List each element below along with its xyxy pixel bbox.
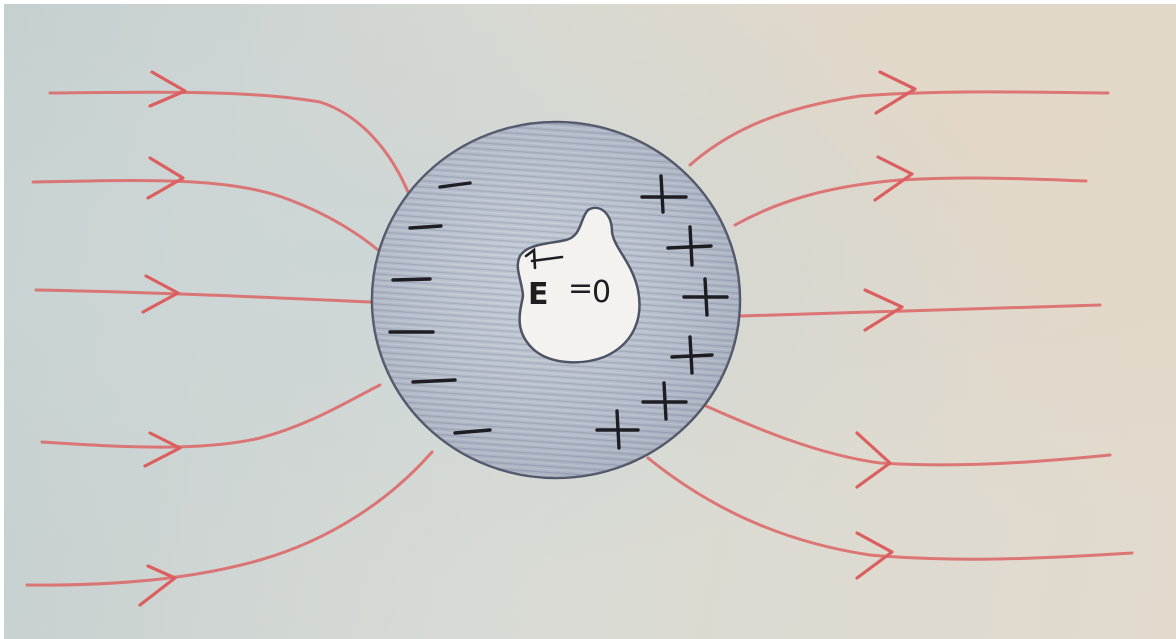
field-line-right-1 (690, 92, 1108, 165)
negative-charge (413, 380, 455, 382)
arrowhead-left-2 (148, 158, 183, 198)
arrowhead-right-2 (875, 157, 912, 200)
field-line-left-4 (42, 385, 380, 447)
negative-charge (410, 226, 441, 228)
zero-value: 0 (592, 275, 611, 310)
field-line-left-3 (36, 290, 370, 302)
equals-sign: = (568, 271, 593, 306)
field-line-left-2 (33, 180, 378, 250)
field-vector-label: E (528, 277, 549, 312)
arrowhead-left-1 (150, 72, 185, 106)
arrowhead-right-3 (865, 290, 902, 330)
field-line-left-5 (27, 452, 432, 585)
field-line-right-5 (648, 458, 1132, 559)
field-line-left-1 (50, 92, 408, 192)
arrowhead-left-5 (140, 566, 175, 605)
field-line-right-3 (740, 305, 1100, 316)
arrowhead-left-4 (145, 433, 180, 466)
negative-charge (393, 279, 430, 280)
field-lines-left (27, 72, 432, 605)
field-line-right-4 (706, 406, 1110, 465)
field-line-right-2 (735, 178, 1086, 225)
